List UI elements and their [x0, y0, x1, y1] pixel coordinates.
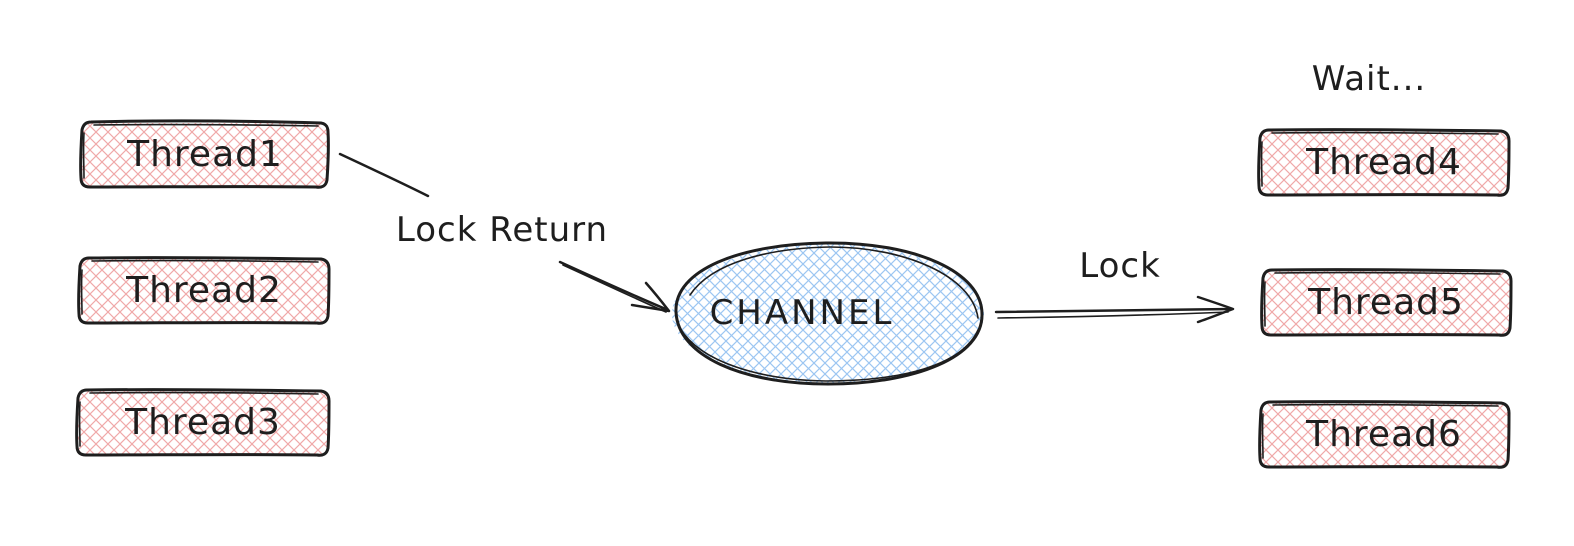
thread-node-6-sketch	[1261, 403, 1499, 459]
thread-node-1-fill	[82, 123, 327, 187]
edge-lock-return-line-lower	[558, 260, 670, 312]
thread-node-2-label: Thread2	[125, 270, 282, 311]
thread-node-2-fill	[80, 259, 328, 323]
thread-node-1-label: Thread1	[126, 134, 283, 175]
edge-lock-return-label: Lock Return	[396, 210, 608, 250]
thread-node-5-label: Thread5	[1307, 282, 1464, 323]
edge-lock-arrowhead	[1196, 295, 1235, 324]
edge-lock-return-line-upper	[338, 152, 430, 198]
edge-lock-return[interactable]: Lock Return	[338, 152, 671, 313]
thread-node-4-sketch	[1260, 131, 1499, 187]
thread-node-6[interactable]: Thread6	[1258, 400, 1511, 469]
edge-lock-return-line-lower-2	[562, 264, 667, 313]
wait-note: Wait...	[1312, 59, 1426, 99]
edge-lock[interactable]: Lock	[994, 246, 1235, 324]
thread-node-3-fill	[78, 391, 328, 455]
channel-node-sketch	[679, 246, 979, 382]
thread-node-6-outline	[1258, 400, 1511, 469]
thread-node-4[interactable]: Thread4	[1257, 128, 1511, 197]
thread-node-3-label: Thread3	[124, 402, 281, 443]
thread-node-4-label: Thread4	[1305, 142, 1462, 183]
thread-node-6-label: Thread6	[1305, 414, 1462, 455]
thread-node-2[interactable]: Thread2	[77, 256, 331, 325]
thread-node-1-sketch	[82, 123, 319, 179]
channel-node[interactable]: CHANNEL	[672, 241, 984, 386]
channel-node-fill	[672, 244, 984, 384]
thread-node-2-outline	[77, 256, 331, 325]
thread-node-3-outline	[75, 388, 331, 457]
channel-node-label: CHANNEL	[710, 293, 895, 333]
thread-node-1-outline	[79, 119, 330, 189]
thread-node-3[interactable]: Thread3	[75, 388, 331, 457]
thread-node-6-fill	[1261, 403, 1508, 467]
edge-lock-line-2	[997, 311, 1229, 319]
thread-node-3-sketch	[78, 391, 319, 447]
edge-lock-line	[994, 307, 1234, 314]
thread-node-5[interactable]: Thread5	[1260, 268, 1513, 337]
thread-node-1[interactable]: Thread1	[79, 119, 330, 189]
channel-node-outline	[674, 241, 984, 386]
edge-lock-return-arrowhead	[630, 281, 671, 313]
thread-node-4-outline	[1257, 128, 1511, 197]
thread-node-5-outline	[1260, 268, 1513, 337]
thread-node-5-sketch	[1263, 271, 1501, 327]
thread-node-2-sketch	[80, 259, 319, 315]
thread-node-4-fill	[1260, 131, 1508, 195]
edge-lock-label: Lock	[1079, 246, 1161, 286]
thread-node-5-fill	[1263, 271, 1510, 335]
